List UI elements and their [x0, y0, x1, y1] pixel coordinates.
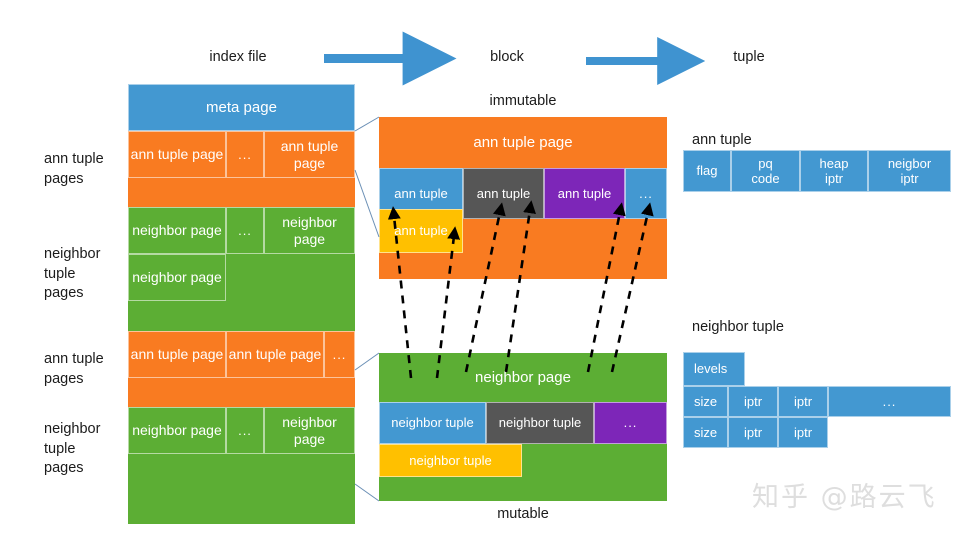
header-index-file-label: index file — [209, 49, 267, 65]
index-neighbor-page-2a[interactable]: neighbor page — [128, 407, 226, 454]
immutable-ann-tuple-ellipsis: ... — [625, 168, 667, 219]
immutable-page-title: ann tuple page — [379, 117, 667, 168]
index-neighbor-page-ellipsis-1: ... — [226, 207, 264, 254]
index-neighbor-page-ellipsis-2: ... — [226, 407, 264, 454]
neighbor-tuple-row2-iptr-2[interactable]: iptr — [778, 417, 828, 448]
index-neighbor-page-1b[interactable]: neighbor page — [264, 207, 355, 254]
ann-tuple-field-flag[interactable]: flag — [683, 150, 731, 192]
index-neighbor-page-2b[interactable]: neighbor page — [264, 407, 355, 454]
mutable-neighbor-tuple-2[interactable]: neighbor tuple — [486, 402, 594, 444]
mutable-neighbor-tuple-1[interactable]: neighbor tuple — [379, 402, 486, 444]
neighbor-tuple-row2-iptr-1[interactable]: iptr — [728, 417, 778, 448]
ann-tuple-field-heap-iptr[interactable]: heap iptr — [800, 150, 868, 192]
header-block-label: block — [490, 49, 524, 65]
neighbor-tuple-row1-iptr-1[interactable]: iptr — [728, 386, 778, 417]
neighbor-tuple-row1-ellipsis: ... — [828, 386, 951, 417]
index-file-column: meta page ann tuple page ... ann tuple p… — [128, 84, 355, 524]
mutable-block: neighbor page neighbor tuple neighbor tu… — [379, 353, 667, 501]
connector-index-to-mutable — [354, 352, 380, 502]
left-label-neighbor-tuple-pages-2: neighbor tuple pages — [44, 421, 101, 477]
ann-tuple-field-pq-code[interactable]: pq code — [731, 150, 800, 192]
immutable-caption: immutable — [489, 93, 557, 109]
neighbor-tuple-row1-size[interactable]: size — [683, 386, 728, 417]
connector-index-to-immutable — [354, 116, 380, 238]
ann-tuple-title: ann tuple — [692, 132, 752, 148]
mutable-pending-neighbor-tuple[interactable]: neighbor tuple — [379, 444, 522, 477]
ann-tuple-field-neighbor-iptr[interactable]: neigbor iptr — [868, 150, 951, 192]
index-ann-tuple-page-1b[interactable]: ann tuple page — [264, 131, 355, 178]
left-label-ann-tuple-pages-1: ann tuple pages — [44, 151, 104, 187]
left-label-ann-tuple-pages-2: ann tuple pages — [44, 351, 104, 387]
index-neighbor-page-1c[interactable]: neighbor page — [128, 254, 226, 301]
index-ann-tuple-page-ellipsis-1: ... — [226, 131, 264, 178]
left-label-neighbor-tuple-pages-1: neighbor tuple pages — [44, 246, 101, 302]
immutable-ann-tuple-3[interactable]: ann tuple — [544, 168, 625, 219]
watermark: 知乎 @路云飞 — [752, 482, 937, 513]
neighbor-tuple-levels[interactable]: levels — [683, 352, 745, 386]
index-meta-page[interactable]: meta page — [128, 84, 355, 131]
neighbor-tuple-row2-size[interactable]: size — [683, 417, 728, 448]
neighbor-tuple-title: neighbor tuple — [692, 319, 784, 335]
neighbor-tuple-row1-iptr-2[interactable]: iptr — [778, 386, 828, 417]
immutable-pending-ann-tuple[interactable]: ann tuple — [379, 209, 463, 253]
index-ann-tuple-page-1a[interactable]: ann tuple page — [128, 131, 226, 178]
header-tuple-label: tuple — [733, 49, 765, 65]
ann-tuple-fields: flag pq code heap iptr neigbor iptr — [683, 150, 951, 192]
index-ann-tuple-page-2a[interactable]: ann tuple page — [128, 331, 226, 378]
immutable-block: ann tuple page ann tuple ann tuple ann t… — [379, 117, 667, 279]
mutable-neighbor-tuple-ellipsis: ... — [594, 402, 667, 444]
neighbor-tuple-fields: levels size iptr iptr ... size iptr iptr — [683, 352, 951, 448]
mutable-page-title: neighbor page — [379, 353, 667, 402]
mutable-caption: mutable — [497, 506, 549, 522]
immutable-ann-tuple-2[interactable]: ann tuple — [463, 168, 544, 219]
index-ann-tuple-page-ellipsis-2: ... — [324, 331, 355, 378]
index-neighbor-page-1a[interactable]: neighbor page — [128, 207, 226, 254]
index-ann-tuple-page-2b[interactable]: ann tuple page — [226, 331, 324, 378]
